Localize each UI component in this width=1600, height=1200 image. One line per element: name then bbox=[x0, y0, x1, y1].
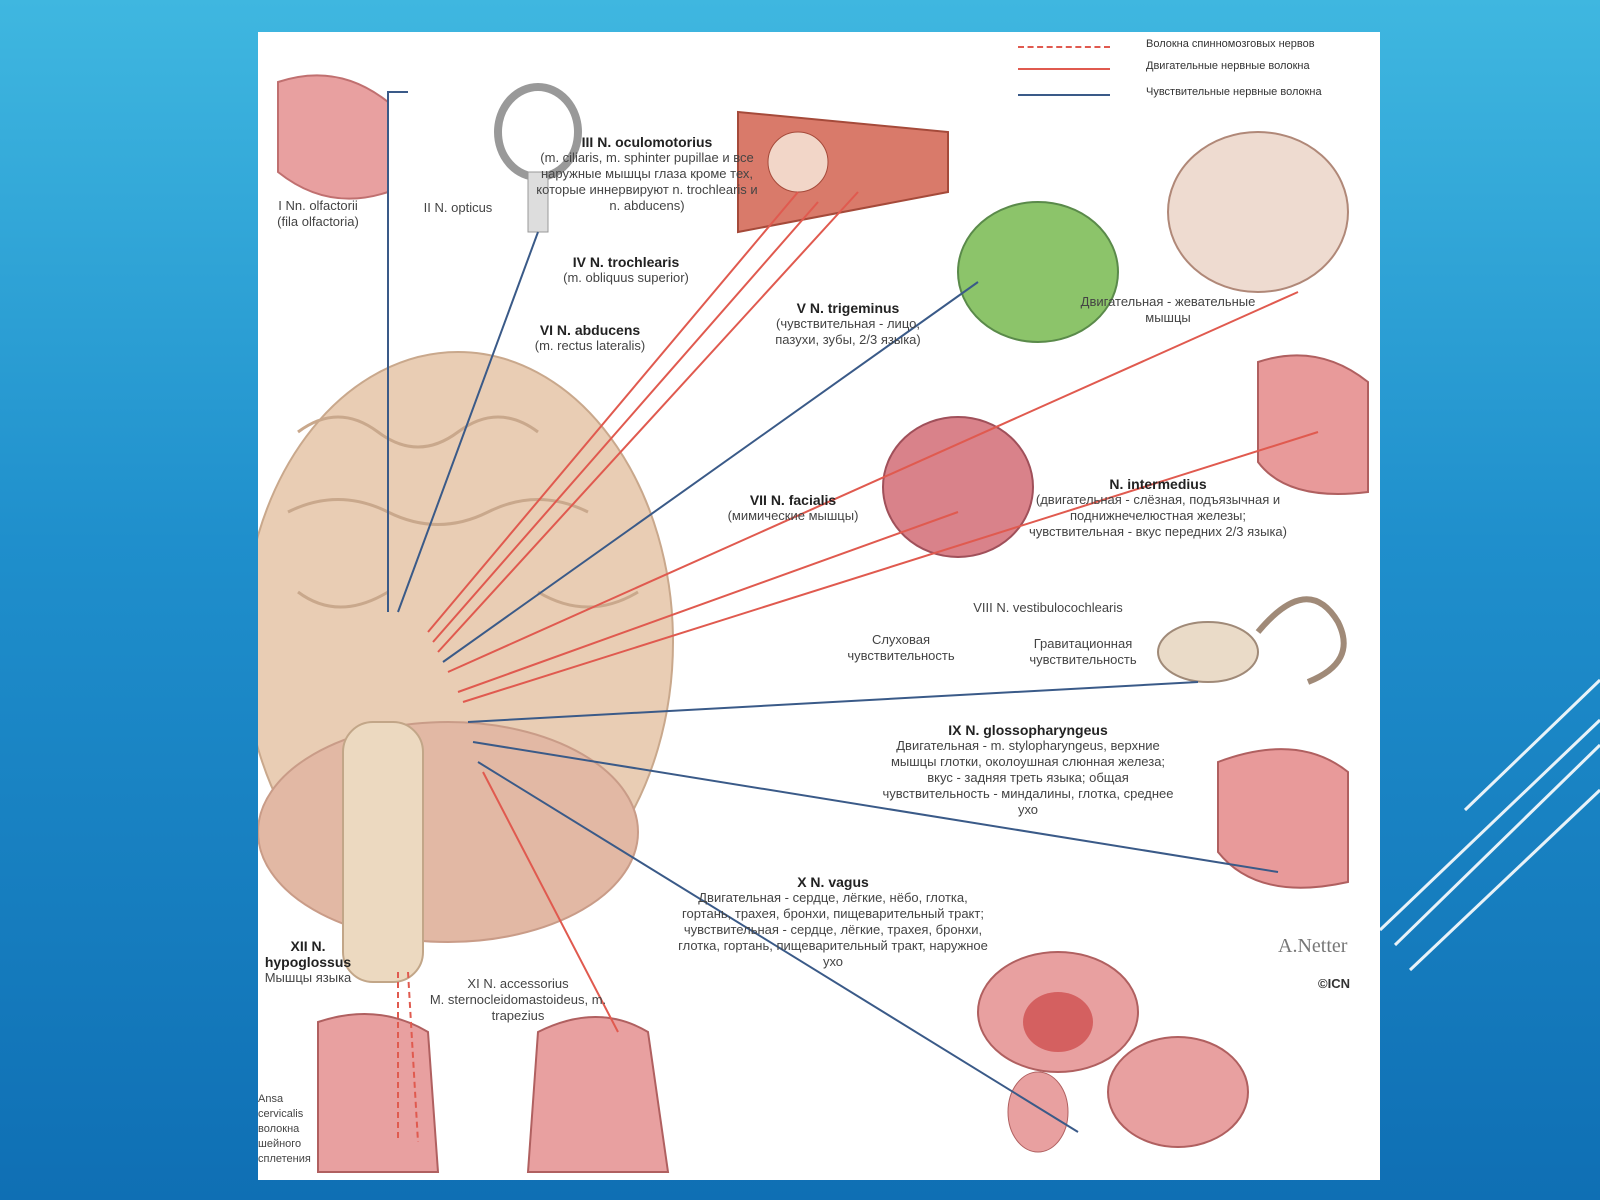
face-trigeminal-illustration bbox=[957, 201, 1119, 343]
ear-external-illustration bbox=[1007, 1071, 1069, 1153]
label-ansa: Ansa cervicalis волокна шейного сплетени… bbox=[258, 1093, 311, 1165]
artist-signature: A.Netter bbox=[1278, 935, 1348, 957]
label-trigeminal-motor: Двигательная - жевательные мышцы bbox=[1080, 294, 1256, 325]
legend-item-sensory: Чувствительные нервные волокна bbox=[1018, 86, 1378, 104]
eyeball-side bbox=[767, 131, 829, 193]
legend-label: Двигательные нервные волокна bbox=[1146, 60, 1310, 72]
label-intermedius: N. intermedius (двигательная - слёзная, … bbox=[1029, 476, 1287, 539]
label-hypoglossal: XII N. hypoglossus Мышцы языка bbox=[264, 938, 352, 985]
throat-section-illustration bbox=[1217, 748, 1349, 889]
label-hearing: Слуховая чувствительность bbox=[847, 632, 955, 663]
neck-accessory-illustration bbox=[526, 1016, 670, 1173]
label-abducens: VI N. abducens (m. rectus lateralis) bbox=[534, 322, 646, 353]
intestines-illustration bbox=[1107, 1036, 1249, 1148]
heart-illustration bbox=[1023, 992, 1093, 1052]
nose-illustration bbox=[277, 74, 389, 200]
neck-tongue-illustration bbox=[317, 1013, 440, 1173]
mouth-section-illustration bbox=[1257, 354, 1369, 495]
legend-label: Чувствительные нервные волокна bbox=[1146, 86, 1322, 98]
publisher-logo: ©ICN bbox=[1318, 976, 1350, 991]
cerebellum bbox=[258, 721, 639, 943]
label-accessory: XI N. accessorius M. sternocleidomastoid… bbox=[429, 976, 607, 1023]
label-olfactory: I Nn. olfactorii (fila olfactoria) bbox=[277, 198, 359, 229]
label-vestibulocochlear: VIII N. vestibulocochlearis bbox=[973, 600, 1123, 615]
semicircular-canals bbox=[1255, 596, 1347, 685]
brain-folds bbox=[287, 415, 639, 849]
anatomy-illustration: A.Netter bbox=[258, 74, 1369, 1173]
legend-item-spinal: Волокна спинномозговых нервов bbox=[1018, 38, 1378, 56]
skull-illustration bbox=[1167, 131, 1349, 293]
label-gravity: Гравитационная чувствительность bbox=[1029, 636, 1137, 667]
label-facial: VII N. facialis (мимические мышцы) bbox=[727, 492, 859, 523]
legend-label: Волокна спинномозговых нервов bbox=[1146, 38, 1315, 50]
label-glossopharyngeal: IX N. glossopharyngeus Двигательная - m.… bbox=[882, 722, 1174, 817]
brainstem bbox=[342, 721, 424, 983]
label-trigeminal: V N. trigeminus (чувствительная - лицо, … bbox=[775, 300, 921, 347]
legend-item-motor: Двигательные нервные волокна bbox=[1018, 60, 1378, 78]
facial-muscles-illustration bbox=[882, 416, 1034, 558]
label-optic: II N. opticus bbox=[423, 200, 493, 215]
label-oculomotor: III N. oculomotorius (m. ciliaris, m. sp… bbox=[536, 134, 758, 213]
cranial-nerves-diagram: A.Netter Волокна спинномозговых нервов Д… bbox=[258, 32, 1380, 1180]
label-vagus: X N. vagus Двигательная - сердце, лёгкие… bbox=[678, 874, 988, 969]
label-trochlear: IV N. trochlearis (m. obliquus superior) bbox=[563, 254, 689, 285]
inner-ear-illustration bbox=[1157, 621, 1259, 683]
